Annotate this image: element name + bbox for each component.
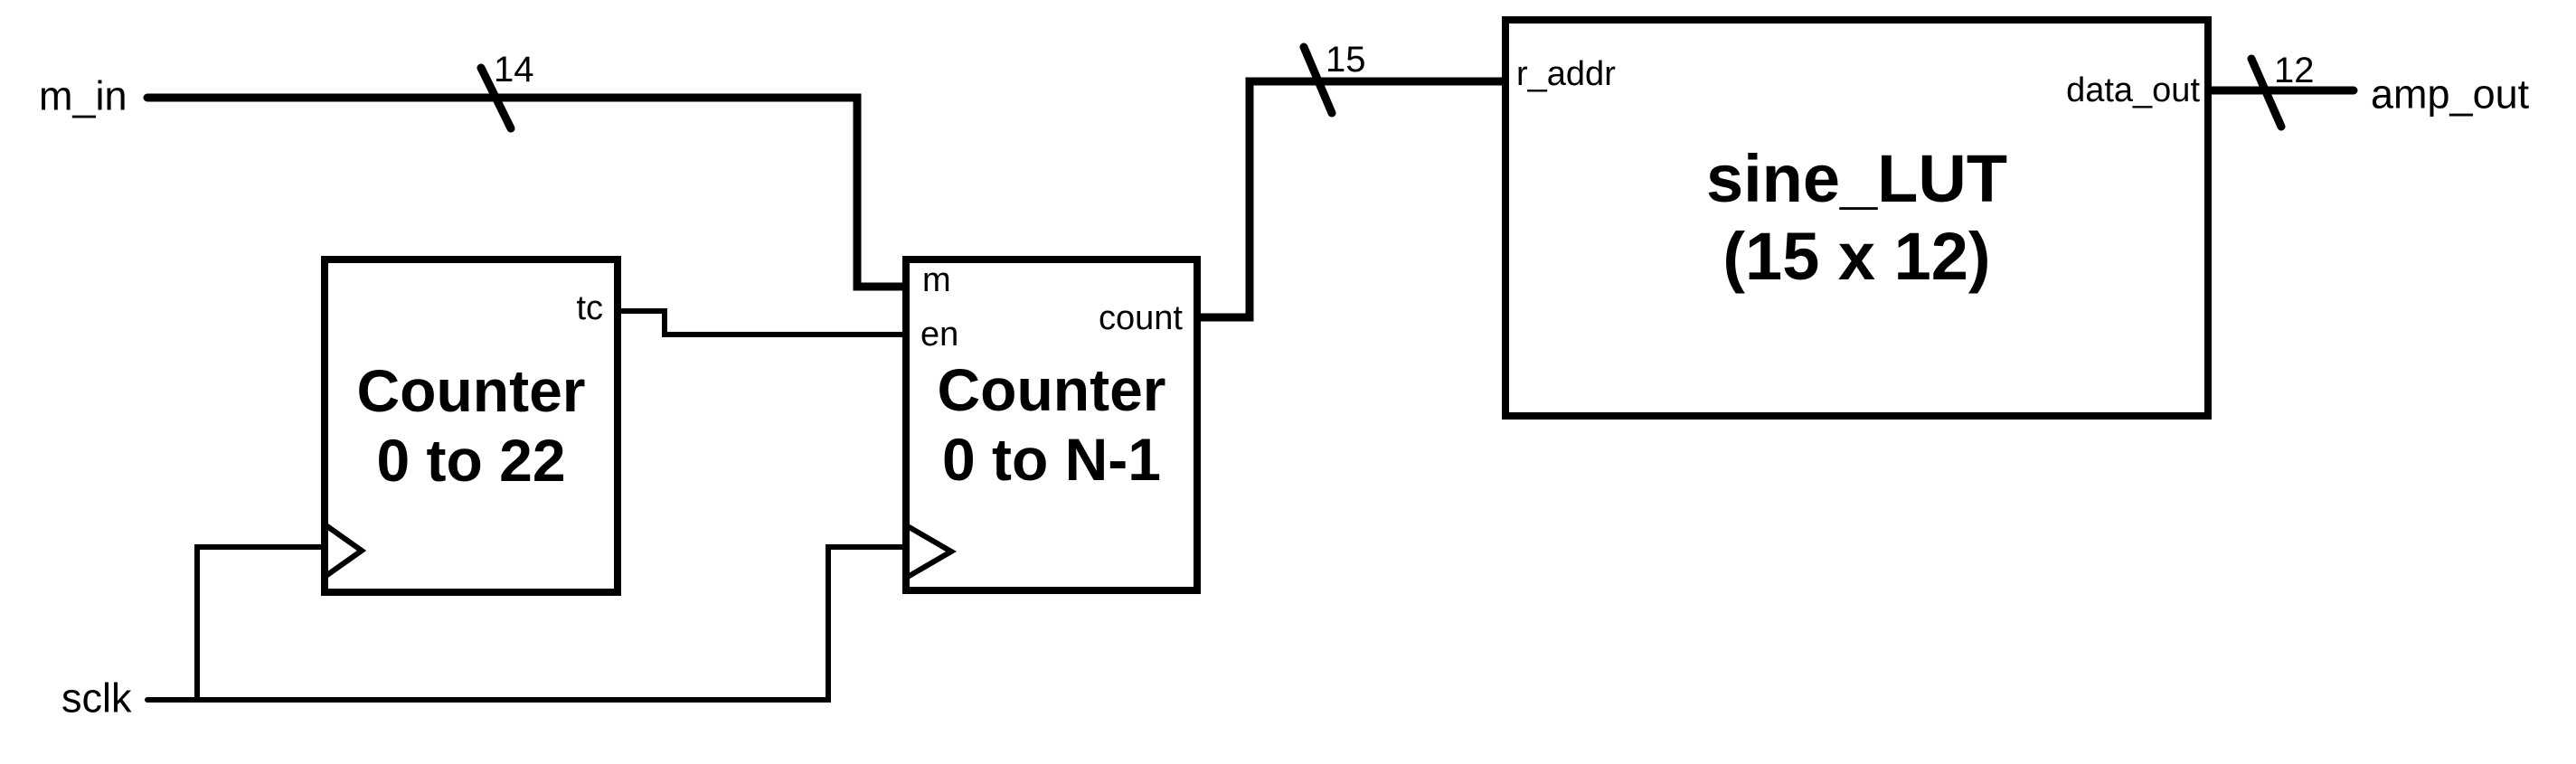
bus-width-value-15: 15: [1326, 40, 1366, 80]
block-title-line2: 0 to N-1: [941, 426, 1161, 493]
port-label-count: count: [1099, 299, 1183, 337]
block-counter-0-to-n-1: m en count Counter 0 to N-1: [902, 256, 1201, 594]
port-label-tc: tc: [576, 289, 603, 327]
block-title-line1: sine_LUT: [1705, 141, 2008, 216]
port-label-data-out: data_out: [2066, 71, 2200, 109]
block-title-line2: 0 to 22: [376, 427, 566, 494]
block-sine-lut: r_addr data_out sine_LUT (15 x 12): [1502, 16, 2212, 420]
m-in-bus-wire: [143, 93, 909, 291]
bus-width-slash-12: [2247, 54, 2286, 131]
sclk-branch-wire: [194, 544, 323, 700]
signal-label-m-in: m_in: [39, 72, 127, 119]
port-label-r-addr: r_addr: [1516, 55, 1616, 93]
bus-width-value-14: 14: [494, 50, 534, 90]
block-title-line1: Counter: [356, 357, 586, 424]
bus-width-slash-15: [1299, 42, 1336, 118]
bus-width-slash-14: [477, 63, 515, 133]
block-title-counter-0-to-22: Counter 0 to 22: [357, 356, 586, 495]
block-title-counter-0-to-n-1: Counter 0 to N-1: [938, 355, 1166, 495]
port-label-m: m: [922, 261, 951, 299]
block-title-line2: (15 x 12): [1722, 219, 1991, 294]
signal-label-sclk: sclk: [61, 674, 132, 722]
block-counter-0-to-22: tc Counter 0 to 22: [321, 256, 621, 596]
clock-edge-triangle-counterN: [904, 523, 957, 580]
count-to-r-addr-bus-wire: [1199, 77, 1504, 322]
bus-width-value-12: 12: [2274, 51, 2315, 90]
clock-edge-triangle-counter22: [323, 522, 367, 580]
sclk-wire: [145, 544, 907, 703]
port-label-en: en: [920, 316, 959, 354]
tc-to-en-wire: [619, 308, 904, 337]
block-title-line1: Counter: [937, 356, 1166, 423]
signal-label-amp-out: amp_out: [2371, 71, 2530, 118]
block-title-sine-lut: sine_LUT (15 x 12): [1706, 140, 2007, 296]
